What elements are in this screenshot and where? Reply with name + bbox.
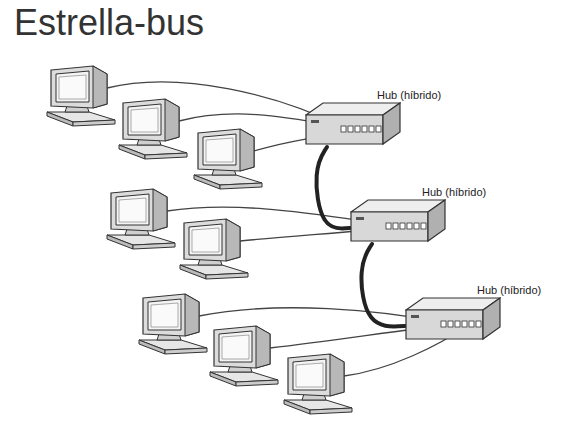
- computer: [180, 219, 248, 279]
- bus-cable: [361, 244, 405, 326]
- computer: [139, 294, 207, 354]
- computer: [194, 129, 262, 189]
- hub-label: Hub (híbrido): [350, 185, 486, 199]
- hub-device: [405, 297, 501, 342]
- hub-device: [350, 199, 446, 244]
- hub-node: Hub (híbrido): [350, 185, 486, 244]
- hub-node: Hub (híbrido): [405, 283, 541, 342]
- computer: [284, 354, 352, 414]
- hub-label: Hub (híbrido): [305, 88, 441, 102]
- computer: [107, 189, 175, 249]
- diagram-title: Estrella-bus: [14, 2, 204, 44]
- bus-cable: [316, 147, 350, 228]
- hub-device: [305, 102, 401, 147]
- hub-label: Hub (híbrido): [405, 283, 541, 297]
- hub-node: Hub (híbrido): [305, 88, 441, 147]
- computer: [210, 326, 278, 386]
- computer: [47, 66, 115, 126]
- computer: [119, 99, 187, 159]
